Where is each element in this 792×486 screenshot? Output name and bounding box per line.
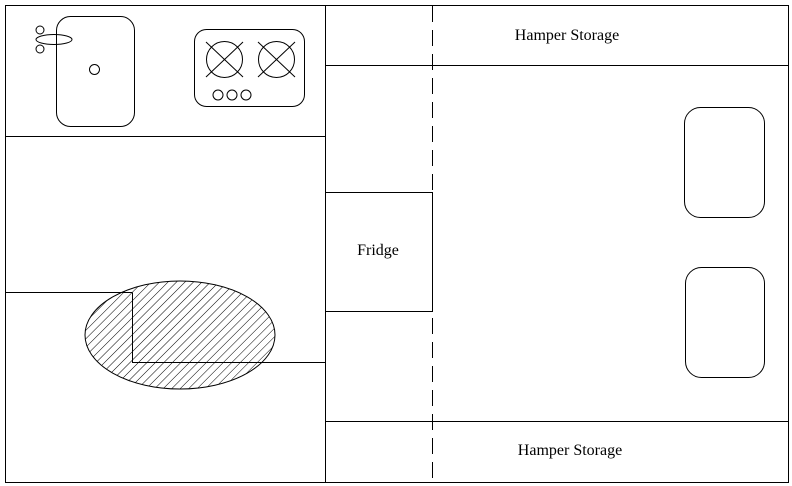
seat-icon — [685, 267, 765, 378]
hamper-storage-bottom-label: Hamper Storage — [518, 442, 622, 459]
hamper-storage-top-label: Hamper Storage — [515, 27, 619, 44]
sink-icon — [35, 16, 135, 127]
burner-left — [205, 41, 244, 78]
fridge-label: Fridge — [357, 242, 399, 259]
fridge-box — [325, 192, 433, 312]
table-icon — [5, 280, 325, 390]
seat-icon — [684, 107, 765, 218]
outer-wall — [5, 5, 789, 483]
stove-icon — [194, 29, 305, 107]
burner-right — [257, 41, 296, 78]
